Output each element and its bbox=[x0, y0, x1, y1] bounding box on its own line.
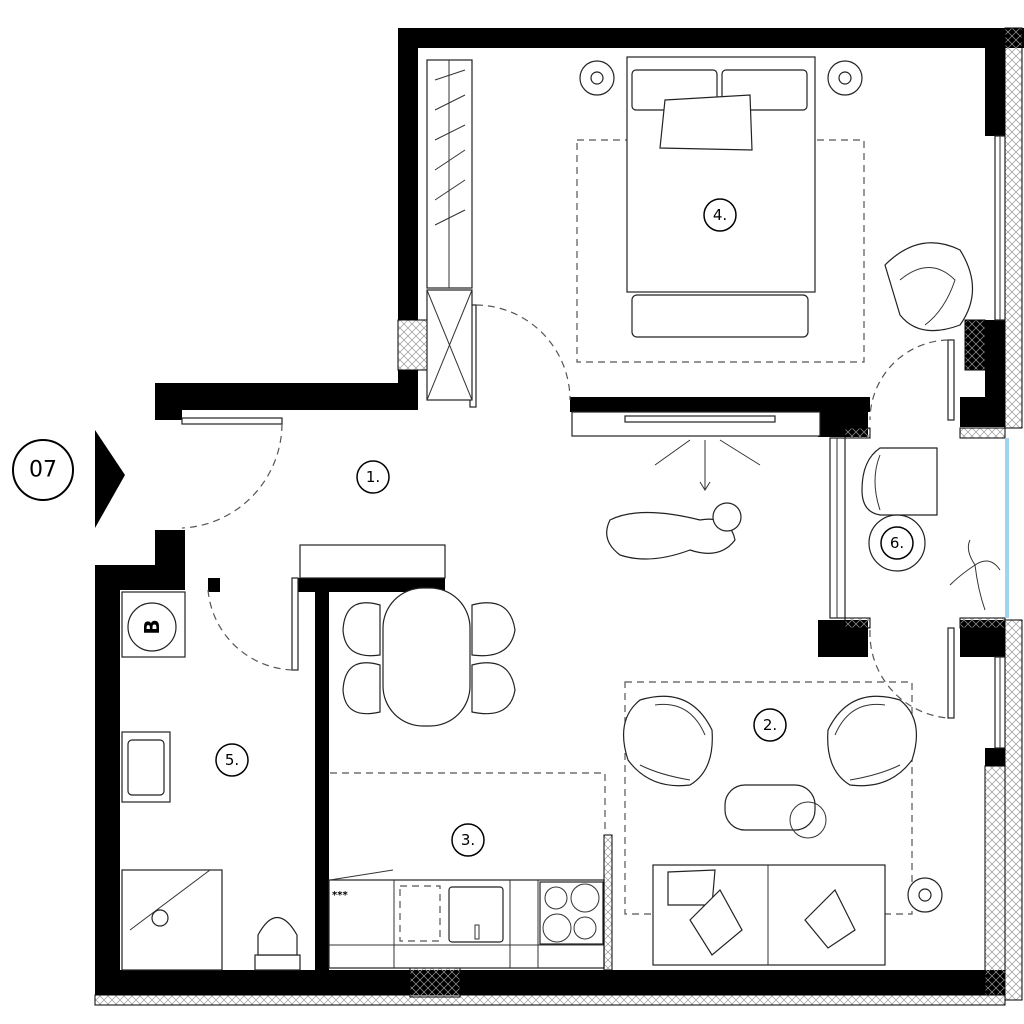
room-label-living: 2. bbox=[763, 716, 777, 734]
hall-furniture: 1. bbox=[356, 411, 821, 560]
unit-number: 07 bbox=[29, 458, 57, 483]
fridge-rating: *** bbox=[332, 890, 348, 901]
room-marker-balcony bbox=[880, 526, 914, 560]
entrance-arrow-icon bbox=[95, 430, 125, 528]
room-marker-bedroom bbox=[703, 198, 737, 232]
room-marker-hall bbox=[356, 460, 390, 494]
windows bbox=[299, 135, 1009, 749]
balcony-glass bbox=[1005, 438, 1009, 618]
room-label-bedroom: 4. bbox=[713, 206, 727, 224]
room-label-balcony: 6. bbox=[890, 534, 904, 552]
boiler-label: B bbox=[140, 619, 164, 634]
entrance-marker: 07 bbox=[12, 430, 125, 528]
room-label-kitchen: 3. bbox=[461, 831, 475, 849]
dining-furniture bbox=[342, 587, 516, 727]
kitchen-furniture: *** 3. bbox=[328, 772, 613, 971]
living-furniture: 2. bbox=[622, 681, 943, 966]
bathroom-furniture: B 5. bbox=[121, 591, 301, 971]
doors[interactable] bbox=[181, 304, 955, 719]
room-label-hall: 1. bbox=[366, 468, 380, 486]
room-marker-kitchen bbox=[451, 823, 485, 857]
bedroom-furniture: 4. bbox=[426, 56, 974, 401]
room-marker-living bbox=[753, 708, 787, 742]
room-label-bathroom: 5. bbox=[225, 751, 239, 769]
room-marker-bathroom bbox=[215, 743, 249, 777]
walls bbox=[94, 27, 1024, 1006]
balcony-furniture: 6. bbox=[861, 447, 1001, 611]
